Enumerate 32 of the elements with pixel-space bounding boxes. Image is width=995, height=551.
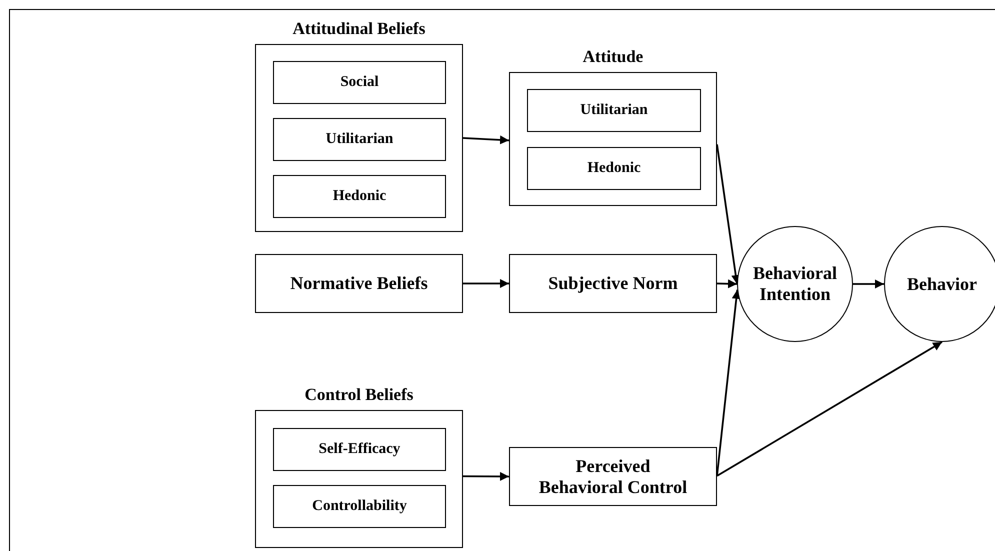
node-label: Perceived Behavioral Control	[538, 456, 688, 498]
arrow	[463, 472, 509, 481]
node-label: Subjective Norm	[548, 273, 678, 294]
category-box	[273, 485, 446, 528]
node-label: Behavior	[907, 274, 977, 294]
category-box	[273, 428, 446, 471]
arrow	[463, 279, 509, 288]
category-box	[527, 147, 701, 190]
node-label: Hedonic	[587, 160, 641, 178]
arrow	[716, 341, 942, 477]
construct-box	[255, 254, 463, 313]
node-label: Controllability	[312, 498, 407, 516]
category-box	[273, 118, 446, 161]
node-label: Utilitarian	[326, 130, 394, 148]
category-box	[273, 175, 446, 218]
node-label: Social	[340, 74, 379, 92]
category-box	[273, 61, 446, 104]
arrow	[716, 290, 741, 476]
group-heading: Attitude	[582, 47, 644, 67]
node-label: Self-Efficacy	[318, 440, 400, 458]
arrow	[462, 135, 510, 144]
group-heading: Attitudinal Beliefs	[292, 19, 426, 39]
arrow	[853, 280, 884, 288]
node-label: Hedonic	[332, 188, 386, 206]
node-label: Normative Beliefs	[290, 273, 428, 294]
arrow	[716, 279, 738, 288]
construct-box	[509, 447, 717, 506]
category-box	[527, 89, 701, 132]
node-label: Utilitarian	[580, 102, 648, 120]
group-heading: Control Beliefs	[304, 385, 414, 405]
node-label: Behavioral Intention	[752, 263, 838, 305]
construct-box	[509, 254, 717, 313]
